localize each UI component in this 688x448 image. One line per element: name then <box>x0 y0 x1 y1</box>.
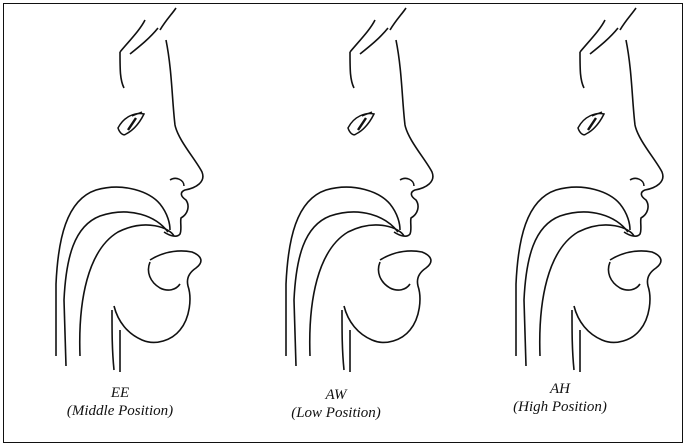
caption-aw-vowel: AW <box>236 386 436 404</box>
head-profile-ee <box>56 8 203 372</box>
caption-ah-position: (High Position) <box>460 398 660 416</box>
caption-ee-position: (Middle Position) <box>20 402 220 420</box>
caption-aw: AW (Low Position) <box>236 386 436 422</box>
caption-aw-position: (Low Position) <box>236 404 436 422</box>
caption-ee: EE (Middle Position) <box>20 384 220 420</box>
caption-ee-vowel: EE <box>20 384 220 402</box>
caption-ah-vowel: AH <box>460 380 660 398</box>
head-profile-ah <box>516 8 663 372</box>
caption-ah: AH (High Position) <box>460 380 660 416</box>
head-profile-aw <box>286 8 433 372</box>
